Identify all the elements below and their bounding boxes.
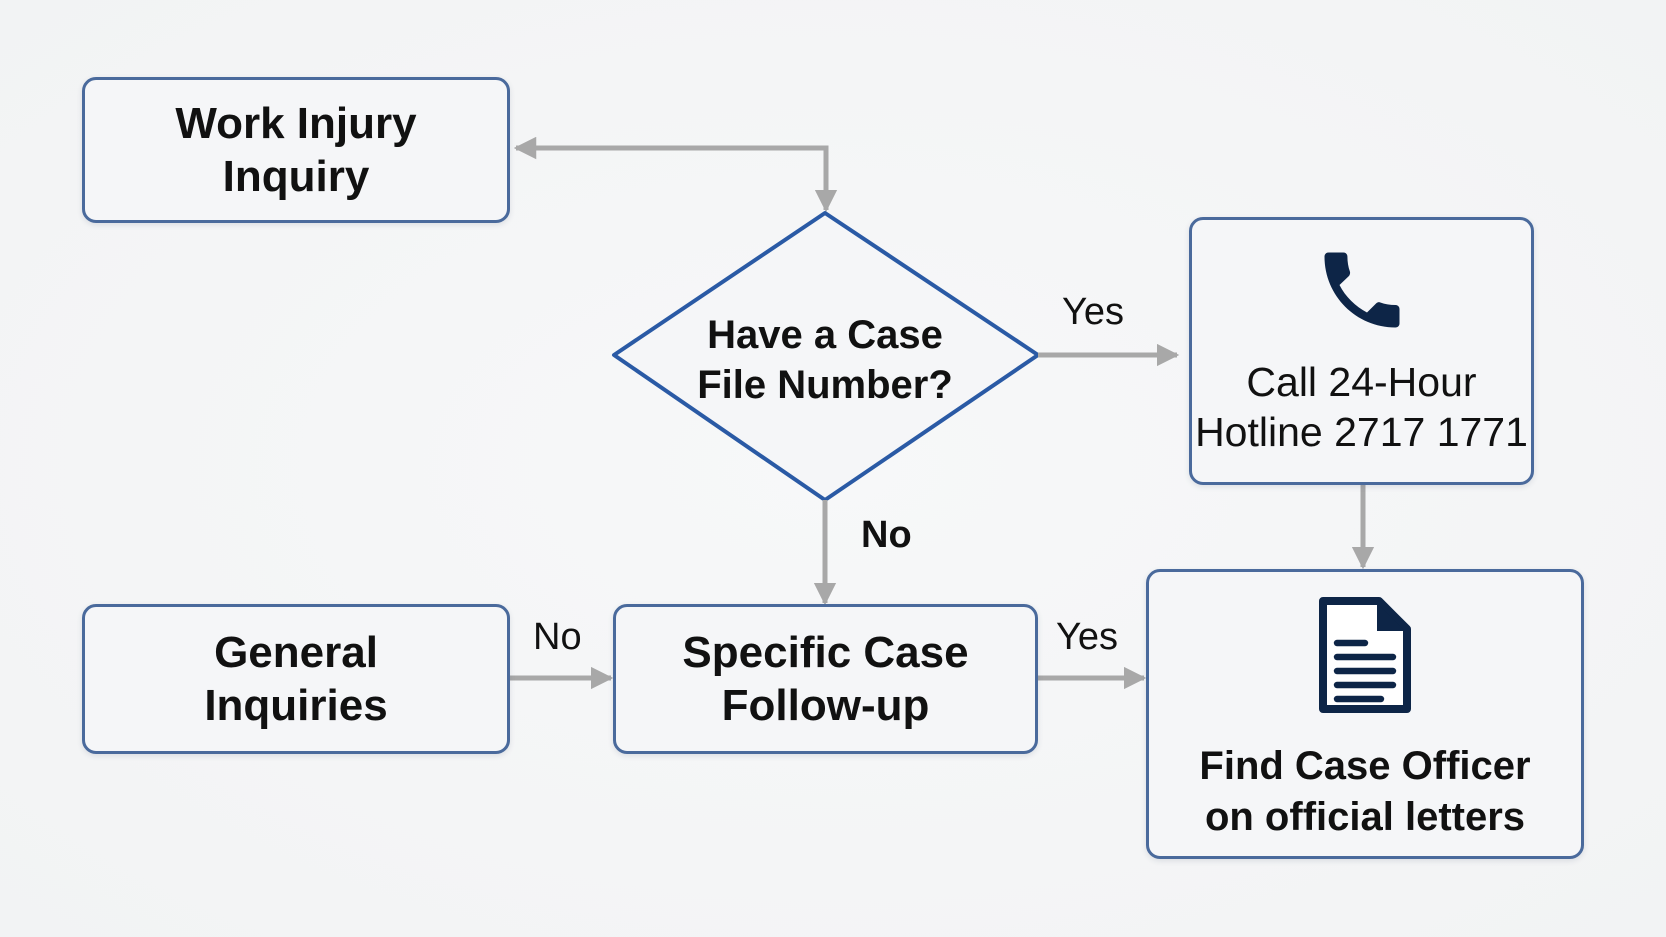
work-injury-inquiry-label: Work Injury Inquiry xyxy=(175,99,417,201)
edge-label-no-followup: No xyxy=(861,514,912,556)
specific-case-followup-label: Specific Case Follow-up xyxy=(682,628,969,730)
hotline-node: Call 24-Hour Hotline 2717 1771 xyxy=(1189,217,1534,485)
general-inquiries-node: General Inquiries xyxy=(82,604,510,754)
specific-case-followup-node: Specific Case Follow-up xyxy=(613,604,1038,754)
general-inquiries-label: General Inquiries xyxy=(204,628,388,730)
find-case-officer-node: Find Case Officer on official letters xyxy=(1146,569,1584,859)
find-case-officer-label: Find Case Officer on official letters xyxy=(1199,744,1531,839)
edge-label-no-general: No xyxy=(533,616,582,658)
edge-label-yes-officer: Yes xyxy=(1056,616,1118,658)
hotline-label: Call 24-Hour Hotline 2717 1771 xyxy=(1195,359,1528,455)
decision-label: Have a Case File Number? xyxy=(697,313,953,407)
work-injury-inquiry-node: Work Injury Inquiry xyxy=(82,77,510,223)
connector-decision-to-inquiry xyxy=(513,136,838,213)
phone-icon xyxy=(1312,240,1412,345)
edge-label-yes-hotline: Yes xyxy=(1062,291,1124,333)
document-icon xyxy=(1315,594,1415,721)
